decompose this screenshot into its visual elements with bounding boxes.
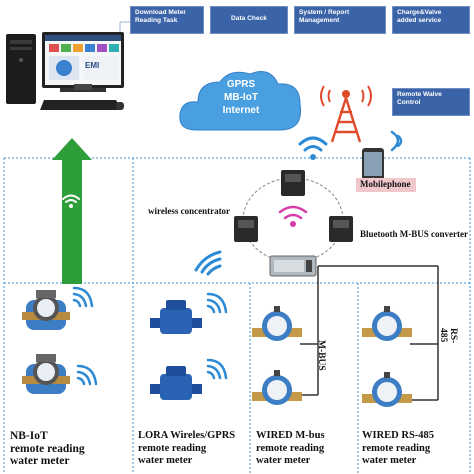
label-wired-rs485: WIRED RS-485 remote reading water meter xyxy=(362,430,434,468)
concentrator-device-icon xyxy=(281,170,305,196)
wifi-icon xyxy=(206,292,228,314)
header-box-download: Download Meter Reading Task xyxy=(130,6,204,34)
rs485-vertical-label: RS-485 xyxy=(438,328,458,344)
label-line: WIRED RS-485 xyxy=(362,430,435,441)
header-box-line: Control xyxy=(397,99,421,106)
header-box-line: Management xyxy=(299,17,340,24)
computer-icon xyxy=(6,32,124,110)
concentrator-device-icon xyxy=(329,216,353,242)
concentrator-device-icon xyxy=(234,216,258,242)
label-line: NB-IoT xyxy=(10,430,48,442)
header-box-line: added service xyxy=(397,17,441,24)
header-box-line: Reading Task xyxy=(135,17,178,24)
water-meter-icon xyxy=(22,354,70,394)
wifi-icon xyxy=(194,250,222,276)
label-line: LORA Wireles/GPRS xyxy=(138,430,236,441)
mbus-vertical-label: M-BUS xyxy=(316,340,326,371)
water-meter-icon xyxy=(22,290,70,330)
mobilephone-label-bg xyxy=(356,178,416,192)
header-box-line: Data Check xyxy=(231,15,267,22)
label-line: water meter xyxy=(362,455,417,466)
wifi-icon xyxy=(390,130,403,152)
label-line: WIRED M-bus xyxy=(256,430,325,441)
water-meter-icon xyxy=(150,300,202,334)
header-box-line: Download Meter xyxy=(135,9,186,16)
monitor-logo: EMI xyxy=(85,61,100,70)
cloud-line: MB-IoT xyxy=(224,92,258,103)
cloud-line: Internet xyxy=(222,105,260,116)
label-line: remote reading xyxy=(362,442,431,454)
header-box-remote-valve: Remote Walve Control xyxy=(392,88,470,116)
header-box-line: Remote Walve xyxy=(397,91,442,98)
wifi-icon xyxy=(72,286,94,308)
label-line: water meter xyxy=(138,455,193,466)
upload-arrow-icon xyxy=(52,138,92,284)
water-meter-icon xyxy=(362,306,412,341)
cloud-text: GPRS MB-IoT Internet xyxy=(178,78,304,117)
mobilephone-label: Mobilephone xyxy=(360,179,411,189)
header-box-line: System / Report xyxy=(299,9,350,16)
header-box-data-check: Data Check xyxy=(210,6,288,34)
label-nb-iot: NB-IoT remote reading water meter xyxy=(10,430,85,468)
water-meter-icon xyxy=(252,306,302,341)
water-meter-icon xyxy=(252,370,302,405)
cloud-icon xyxy=(179,71,302,131)
header-box-charge: Charge&Valve added service xyxy=(392,6,470,34)
water-meter-icon xyxy=(150,366,202,400)
label-line: water meter xyxy=(10,455,70,467)
wifi-icon xyxy=(298,136,328,160)
label-line: remote reading xyxy=(138,442,207,454)
wifi-icon xyxy=(62,194,80,208)
wifi-icon xyxy=(76,364,98,386)
label-line: remote reading xyxy=(10,442,85,455)
label-lora: LORA Wireles/GPRS remote reading water m… xyxy=(138,430,235,468)
label-line: water meter xyxy=(256,455,311,466)
label-line: remote reading xyxy=(256,442,325,454)
water-meter-icon xyxy=(362,372,412,407)
antenna-tower-icon xyxy=(320,85,372,143)
wireless-concentrator-label: wireless concentrator xyxy=(148,206,231,216)
bluetooth-converter-label: Bluetooth M-BUS converter xyxy=(360,229,468,239)
cloud-line: GPRS xyxy=(226,79,256,90)
converter-device-icon xyxy=(269,255,317,277)
label-wired-mbus: WIRED M-bus remote reading water meter xyxy=(256,430,325,468)
wifi-icon xyxy=(206,358,228,380)
header-box-system: System / Report Management xyxy=(294,6,386,34)
header-box-line: Charge&Valve xyxy=(397,9,442,16)
